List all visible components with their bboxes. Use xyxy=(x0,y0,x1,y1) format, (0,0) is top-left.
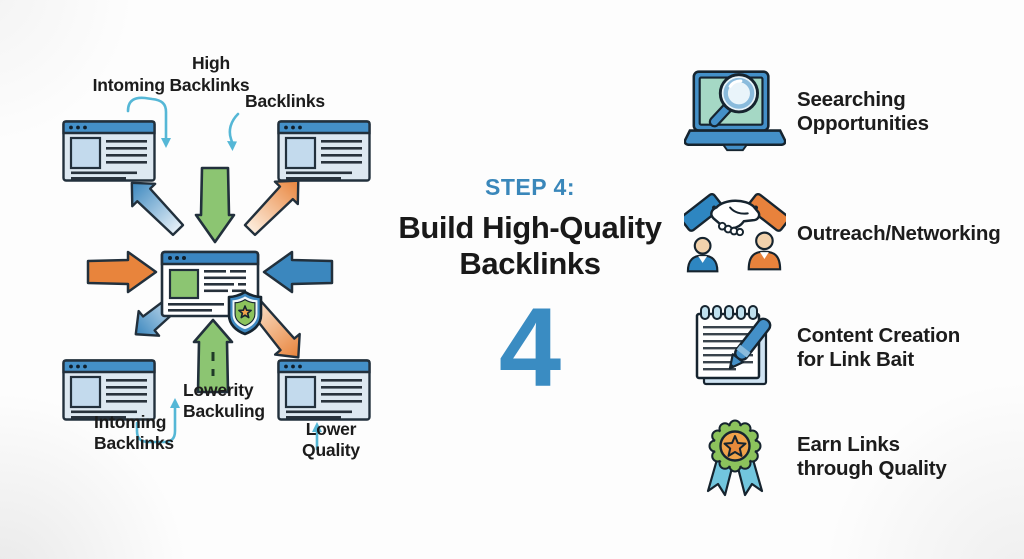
browser-window-top-left xyxy=(62,120,156,182)
label-low-quality-mid: Lowerity Backuling xyxy=(183,380,265,421)
browser-window-bottom-right xyxy=(277,359,371,421)
green-up-arrow xyxy=(192,318,234,394)
feature-row-content: Content Creation for Link Bait xyxy=(684,304,960,392)
connector-bottom-left xyxy=(135,398,180,444)
browser-window-top-right xyxy=(277,120,371,182)
feature-label: Seearching Opportunities xyxy=(797,88,929,135)
step-block: STEP 4: Build High-Quality Backlinks 4 xyxy=(385,174,675,410)
label-high: High xyxy=(191,53,231,73)
label-incoming-backlinks-top: Intoming Backlinks xyxy=(92,75,250,95)
feature-label: Outreach/Networking xyxy=(797,222,1001,245)
browser-window-center xyxy=(160,250,260,318)
connector-top-right xyxy=(227,112,240,151)
blue-left-arrow xyxy=(262,250,334,294)
laptop-search-icon xyxy=(684,70,786,152)
orange-up-right-arrow xyxy=(243,179,300,237)
notepad-pen-icon xyxy=(695,305,772,386)
step-number: 4 xyxy=(498,285,562,410)
green-down-arrow xyxy=(194,166,236,244)
label-backlinks-top: Backlinks xyxy=(245,91,325,111)
label-incoming-backlinks-bottom: Intoming Backlinks xyxy=(94,412,174,453)
feature-row-earn: Earn Links through Quality xyxy=(684,414,947,500)
feature-label: Earn Links through Quality xyxy=(797,433,947,480)
feature-row-searching: Seearching Opportunities xyxy=(684,62,929,154)
feature-row-outreach: Outreach/Networking xyxy=(684,190,1001,278)
handshake-icon xyxy=(684,192,786,273)
browser-window-bottom-left xyxy=(62,359,156,421)
orange-right-arrow xyxy=(86,250,158,294)
feature-label: Content Creation for Link Bait xyxy=(797,324,961,371)
label-lower-quality: Lower Quality xyxy=(302,419,360,460)
award-ribbon-icon xyxy=(706,419,764,497)
connector-bottom-right xyxy=(312,422,322,451)
backlink-diagram xyxy=(62,96,371,451)
step-title: Build High-Quality Backlinks xyxy=(398,210,662,281)
blue-up-left-arrow xyxy=(130,181,185,237)
connector-top-left xyxy=(126,96,171,148)
step-kicker: STEP 4: xyxy=(485,174,575,200)
shield-badge-icon xyxy=(227,290,263,336)
